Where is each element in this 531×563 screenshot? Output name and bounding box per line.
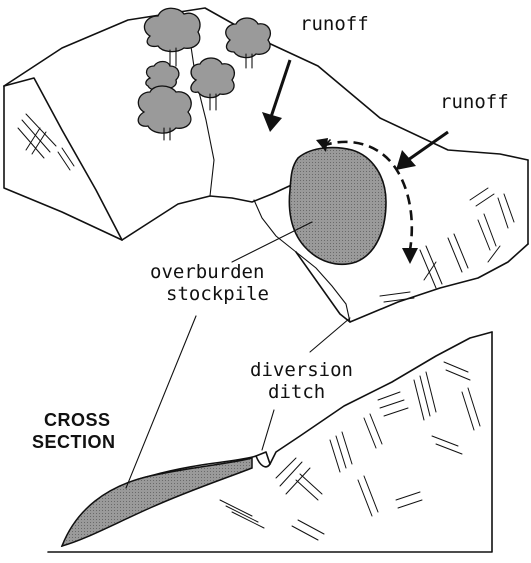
arrow-down-icon (262, 60, 290, 132)
tree-icon (191, 58, 234, 110)
leader-stockpile-bottom (126, 316, 196, 488)
tree-icon (144, 8, 200, 66)
label-ditch: ditch (268, 381, 325, 403)
label-diversion: diversion (250, 359, 353, 381)
label-runoff-right: runoff (440, 91, 509, 113)
label-cross: CROSS (44, 410, 111, 430)
terrain-left-edge (4, 86, 122, 240)
tree-icon (226, 18, 271, 68)
label-section: SECTION (32, 432, 116, 452)
label-stockpile: stockpile (166, 283, 269, 305)
tree-icon (138, 86, 191, 140)
rock-hatching-left (18, 114, 74, 170)
terrain-right-face (350, 244, 528, 322)
block-diagram (4, 8, 528, 322)
leader-ditch-top (310, 318, 350, 352)
leader-ditch-bottom (262, 410, 274, 450)
rock-hatching-right (380, 188, 514, 302)
label-overburden: overburden (150, 261, 264, 283)
bedrock-hatching (220, 362, 480, 540)
overburden-stockpile (289, 148, 386, 265)
label-runoff-upper: runoff (300, 13, 369, 35)
